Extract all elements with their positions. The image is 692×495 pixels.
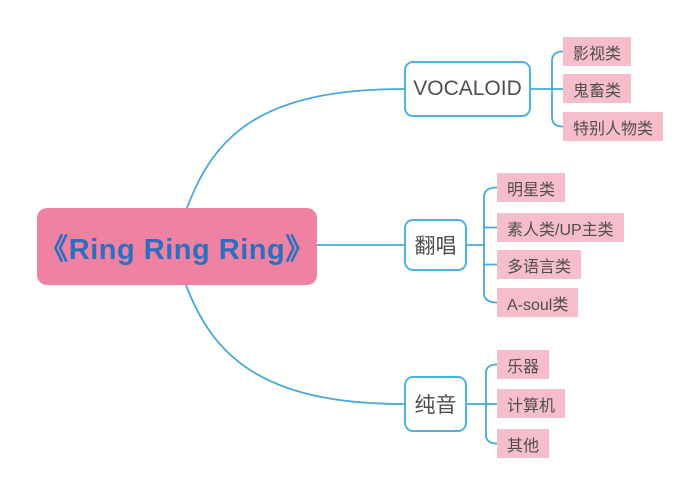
- branch-node-cover[interactable]: 翻唱: [404, 219, 467, 271]
- leaf-node-amateur-uploader[interactable]: 素人类/UP主类: [497, 213, 624, 242]
- leaf-node-other[interactable]: 其他: [497, 429, 550, 458]
- branch-node-vocaloid[interactable]: VOCALOID: [404, 61, 531, 117]
- connector-cover-bracket: [483, 186, 498, 304]
- leaf-node-computer[interactable]: 计算机: [497, 389, 566, 418]
- branch-node-instrumental[interactable]: 纯音: [404, 376, 467, 432]
- leaf-node-celebrity[interactable]: 明星类: [497, 173, 566, 202]
- root-node[interactable]: 《Ring Ring Ring》: [37, 208, 317, 285]
- leaf-node-multilingual[interactable]: 多语言类: [497, 250, 582, 279]
- leaf-node-film-tv[interactable]: 影视类: [563, 37, 632, 66]
- connector-vocaloid-bracket: [551, 50, 564, 128]
- leaf-node-guichu[interactable]: 鬼畜类: [563, 74, 632, 103]
- leaf-node-a-soul[interactable]: A-soul类: [497, 288, 579, 317]
- leaf-node-special-characters[interactable]: 特别人物类: [563, 112, 664, 141]
- connector-root-instrumental: [185, 284, 405, 405]
- connector-root-vocaloid: [186, 88, 405, 209]
- connector-instrumental-bracket: [485, 363, 498, 445]
- leaf-node-instrument[interactable]: 乐器: [497, 350, 550, 379]
